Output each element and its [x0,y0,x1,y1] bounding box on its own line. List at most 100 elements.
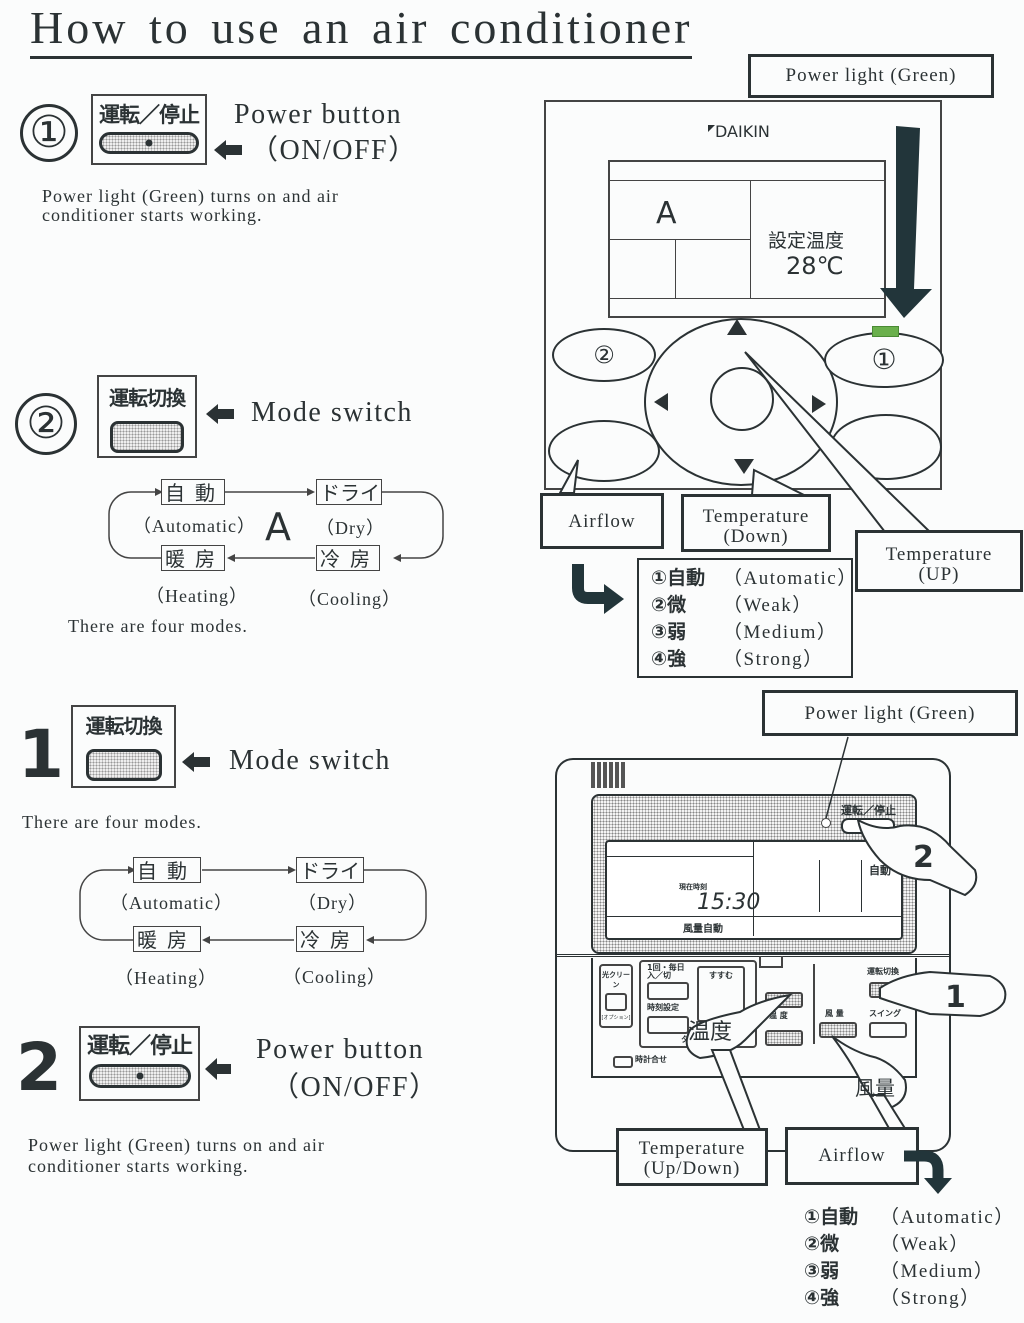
airflow-button[interactable] [548,420,660,482]
callout-temp-updown: Temperature (Up/Down) [616,1128,768,1186]
mode-switch-heading-b: Mode switch [229,745,391,776]
power-key-label: 運転／停止 [99,103,200,127]
speed-item: ①自動（Automatic） [804,1206,1015,1228]
callout-temp-down-line1: Temperature [702,506,810,527]
mode-heat-label: （Heating） [146,586,248,606]
remote-b-display-panel: 運転／停止 現在時刻 15:30 風量自動 自動 [591,794,917,954]
mode-auto-box-b: 自動 [133,857,201,883]
airflow-speed-list-b: ①自動（Automatic） ②微（Weak） ③弱（Medium） ④強（St… [804,1204,1015,1312]
down-arrow-icon [734,459,754,474]
mode-auto-box: 自動 [161,479,225,505]
power-key-illustration: 運転／停止 [91,94,207,165]
hand-press-icon [879,970,1007,1018]
power-button-heading-b: Power button [256,1034,425,1065]
callout-temp-down: Temperature (Down) [681,494,831,552]
mode-auto-label-b: （Automatic） [110,893,233,913]
mode-key-pill [110,421,184,453]
power-light-indicator [821,818,831,828]
hikari-clean-group: 光クリーン [オプション] [599,964,633,1028]
step-marker-1: ① [20,104,78,162]
button-2-label: ② [593,341,615,369]
remote-a-display: A 設定温度 28℃ [608,160,886,318]
time-set-button[interactable] [647,1016,689,1034]
mode-switch-label: 運転切換 [867,967,899,976]
speed-item: ①自動（Automatic） [651,567,858,589]
callout-temp-up: Temperature (UP) [855,530,1023,592]
hikari-clean-button[interactable] [605,993,627,1011]
set-temp-value: 28℃ [786,252,844,280]
power-key-dot-b [136,1072,143,1080]
callout-temp-down-line2: (Down) [723,526,789,547]
callout-temp-up-line2: (UP) [918,564,960,585]
speed-item: ②微（Weak） [651,594,813,616]
mode-dry-box-b: ドライ [296,857,364,883]
clock-adjust-label: 時計合せ [635,1055,667,1064]
power-desc-line1-b: Power light (Green) turns on and air [28,1135,325,1155]
mode-heat-label-b: （Heating） [115,968,217,988]
power-key-pill-b [88,1064,191,1088]
temp-down-button[interactable] [765,1030,803,1046]
step-marker-b1: 1 [18,716,64,793]
button-1-power[interactable]: ① [824,332,944,388]
mode-status: 自動 [869,864,891,877]
vent-slots [591,762,625,793]
speed-item: ④強（Strong） [651,648,824,670]
mode-dry-label: （Dry） [316,518,385,538]
display-mode-letter: A [656,196,677,231]
mode-center-letter: A [265,505,291,549]
swing-label: スイング [869,1009,901,1018]
power-desc-line1: Power light (Green) turns on and air [42,186,339,206]
arrow-down-icon [880,126,932,318]
mode-heat-box-b: 暖房 [133,926,201,952]
clock-value: 15:30 [697,890,761,915]
mode-dry-box: ドライ [316,479,382,505]
set-temp-label: 設定温度 [768,230,845,252]
callout-airflow-a: Airflow [540,493,664,549]
susumu-label: すすむ [709,971,733,980]
power-key-illustration-b: 運転／停止 [79,1026,200,1101]
four-modes-note-b: There are four modes. [22,812,202,832]
speed-item: ②微（Weak） [804,1233,970,1255]
clock-label: 現在時刻 [679,883,707,891]
power-key-dot [145,139,153,147]
step-marker-b2: 2 [16,1029,62,1106]
option-label: [オプション] [601,1015,631,1021]
button-1-label: ① [871,343,897,376]
arrow-left-icon [206,404,234,424]
speed-item: ④強（Strong） [804,1287,981,1309]
on-off-button[interactable] [647,982,689,1000]
clock-adjust-button[interactable] [613,1056,633,1068]
mode-key-illustration: 運転切換 [97,375,197,458]
power-light-green [872,326,899,337]
callout-airflow-b: Airflow [785,1127,919,1185]
power-button-subheading: （ON/OFF） [250,135,418,166]
curved-arrow-down-icon [904,1150,952,1194]
speed-item: ③弱（Medium） [804,1260,995,1282]
power-button-heading: Power button [234,99,403,130]
button-2[interactable]: ② [552,328,656,382]
airflow-speed-list-a: ①自動（Automatic） ②微（Weak） ③弱（Medium） ④強（St… [637,558,858,678]
hand-label-1: 1 [945,980,966,1015]
arrow-left-icon [214,140,242,160]
hand-press-icon [831,1035,907,1110]
center-button[interactable] [710,367,774,431]
page-title: How to use an air conditioner [30,0,693,59]
hand-label-temp: 温度 [688,1020,733,1045]
callout-temp-line2: (Up/Down) [643,1158,741,1179]
airflow-button-b[interactable] [819,1022,857,1038]
swing-button[interactable] [869,1022,907,1038]
up-arrow-icon [727,319,747,335]
mode-cycle-loop-b [79,866,427,944]
power-button-subheading-b: （ON/OFF） [271,1072,439,1103]
speed-item: ③弱（Medium） [651,621,838,643]
time-set-label: 時刻設定 [647,1003,679,1012]
airflow-status: 風量自動 [683,924,723,935]
mode-cool-box-b: 冷房 [296,926,364,952]
power-key-pill [99,132,199,154]
callout-power-light-b: Power light (Green) [762,690,1018,736]
mode-auto-label: （Automatic） [133,516,256,536]
one-day-label: 1回・毎日入／切 [647,963,685,980]
power-desc-line2-b: conditioner starts working. [28,1156,249,1176]
curved-arrow-right-icon [572,564,624,614]
